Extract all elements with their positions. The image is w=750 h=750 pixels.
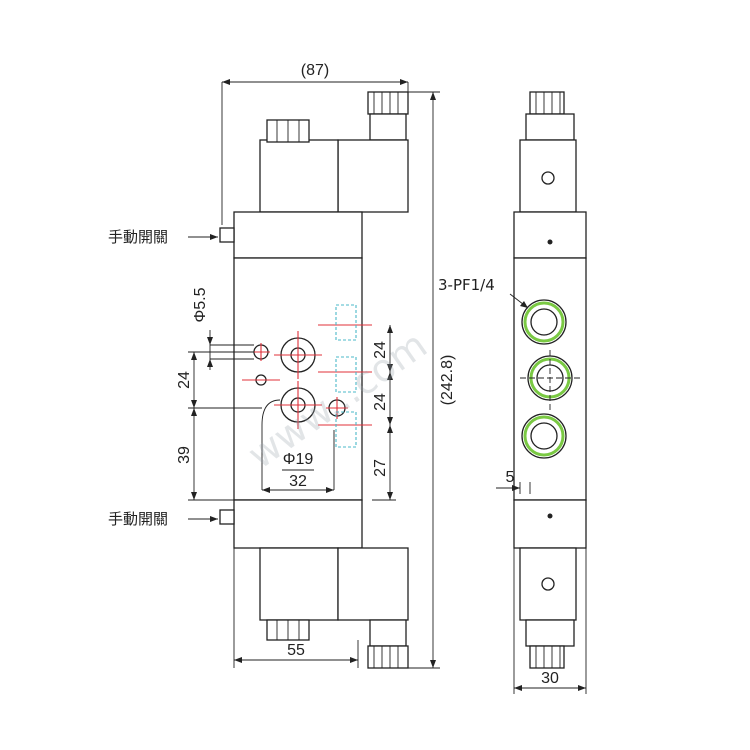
dim-pitch-c: 24	[372, 393, 389, 411]
front-dimensions: (87) (242.8) Φ5.5 24 39 24	[176, 62, 456, 669]
bottom-coil	[259, 547, 339, 621]
side-bottom-coil	[519, 547, 577, 621]
side-bottom-pilot	[513, 499, 587, 549]
top-manual-override-knob	[219, 227, 235, 243]
side-top-coil	[519, 139, 577, 213]
side-top-connector	[525, 113, 575, 141]
top-coil	[259, 139, 339, 213]
dim-side-5: 5	[506, 469, 515, 486]
dim-side-30: 30	[541, 670, 559, 687]
label-thread: 3-PF1/4	[438, 276, 495, 294]
side-top-nut	[529, 91, 565, 115]
dim-bore: Φ19	[283, 451, 314, 468]
dim-offset-39: 39	[176, 446, 193, 464]
side-top-pilot	[513, 211, 587, 259]
side-port-3	[523, 415, 565, 457]
dim-overall-width: (87)	[301, 62, 329, 79]
side-bottom-coil-hole	[541, 577, 555, 591]
bottom-coil-housing	[337, 547, 409, 621]
bottom-manual-override-knob	[219, 509, 235, 525]
side-bottom-nut	[529, 645, 565, 669]
dim-spacing-32: 32	[289, 473, 307, 490]
side-dimensions: 3-PF1/4 5 30	[438, 276, 587, 694]
top-connector-body	[369, 113, 407, 141]
dim-offset-27: 27	[372, 459, 389, 477]
side-top-coil-hole	[541, 171, 555, 185]
dim-overall-height: (242.8)	[439, 355, 456, 406]
bottom-pilot-block	[233, 499, 363, 549]
bottom-connector-body	[369, 619, 407, 647]
dim-coil-width: 55	[287, 642, 305, 659]
side-view	[513, 91, 587, 669]
dim-pitch-a: 24	[176, 371, 193, 389]
side-port-1	[523, 301, 565, 343]
top-coil-housing	[337, 139, 409, 213]
dim-port-dia: Φ5.5	[192, 287, 209, 322]
front-view	[219, 91, 409, 669]
top-pilot-block	[233, 211, 363, 259]
label-manual-override-bottom: 手動開關	[108, 510, 168, 528]
manual-override-labels: 手動開關 手動開關	[108, 228, 218, 528]
label-manual-override-top: 手動開關	[108, 228, 168, 246]
dim-pitch-b: 24	[372, 341, 389, 359]
side-bottom-connector	[525, 619, 575, 647]
